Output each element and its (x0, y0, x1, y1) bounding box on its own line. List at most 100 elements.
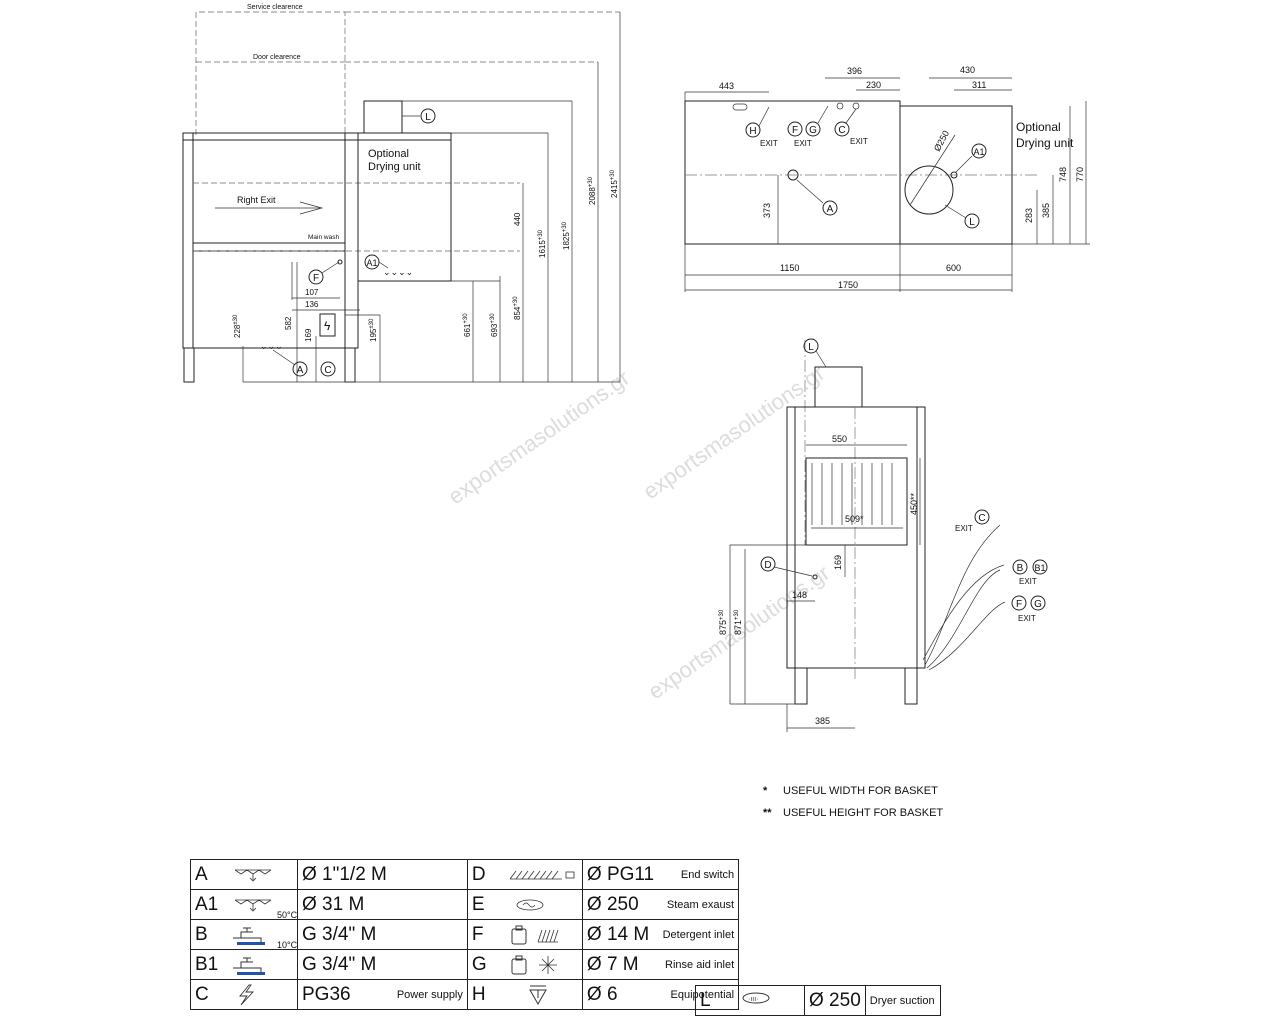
legend-code: E (466, 889, 504, 920)
dim-2088: 2088+30 (588, 176, 597, 205)
marker-F (308, 269, 324, 285)
optional-dryer-label: Drying unit (1016, 136, 1074, 150)
legend-code: C (190, 979, 227, 1010)
drain-symbol: ⌄⌄⌄ (260, 341, 283, 351)
svg-text:L: L (425, 112, 431, 123)
dim-875: 875+30 (718, 609, 728, 635)
legend-value: Ø 31 M (296, 889, 391, 920)
legend-value: PG36 (296, 979, 391, 1010)
svg-text:G: G (809, 125, 817, 136)
service-clearance-label: Service clearence (247, 4, 303, 11)
marker-H (745, 122, 761, 138)
legend-desc: Power supply (390, 979, 468, 1010)
legend-code: L (695, 985, 732, 1016)
dim-373: 373 (762, 203, 772, 218)
legend-value: Ø 6 (581, 979, 659, 1010)
dim-1615: 1615+30 (538, 229, 547, 258)
side-view: Service clearence Door clearence Optiona… (182, 4, 621, 383)
svg-text:G: G (1034, 599, 1042, 610)
dim-107: 107 (305, 288, 319, 297)
dim-230: 230 (866, 80, 881, 90)
dim-440: 440 (513, 212, 522, 226)
detergent-icon (503, 919, 583, 950)
note-useful-width: *USEFUL WIDTH FOR BASKET (763, 785, 938, 797)
legend-value: G 3/4" M (296, 919, 391, 950)
marker-C (320, 361, 336, 377)
legend-value: G 3/4" M (296, 949, 391, 980)
power-symbol: ϟ (324, 319, 331, 333)
dim-550: 550 (832, 434, 847, 444)
legend-desc (390, 859, 468, 890)
steam-icon (503, 889, 583, 920)
marker-D (760, 556, 776, 572)
svg-text:F: F (313, 273, 319, 284)
legend-code: D (466, 859, 504, 890)
svg-text:·ııı·: ·ııı· (748, 996, 759, 1003)
dim-228: 228±30 (233, 314, 242, 338)
dryer-suction-icon: ·ııı· (732, 985, 805, 1016)
legend-row: L ·ııı· Ø 250 Dryer suction (695, 985, 941, 1016)
main-wash-label: Main wash (308, 234, 339, 241)
connections-legend-extra: L ·ııı· Ø 250 Dryer suction (695, 985, 941, 1016)
dim-169: 169 (833, 555, 843, 570)
exit-label: EXIT (850, 137, 868, 146)
dim-854: 854+30 (513, 296, 522, 320)
dim-1825: 1825+30 (562, 221, 571, 250)
dim-250-diameter: Ø250 (932, 129, 951, 153)
svg-text:H: H (749, 126, 756, 137)
svg-text:F: F (1016, 599, 1022, 610)
legend-value: Ø PG11 (581, 859, 659, 890)
legend-code: B (190, 919, 227, 950)
equipotential-icon (503, 979, 583, 1010)
legend-code: G (466, 949, 504, 980)
dim-509: 509* (845, 514, 864, 524)
marker-A (292, 361, 308, 377)
dim-582: 582 (284, 316, 293, 330)
svg-text:D: D (764, 560, 771, 571)
dim-148: 148 (792, 590, 807, 600)
exit-label: EXIT (955, 524, 973, 533)
marker-A (822, 200, 838, 216)
legend-desc: End switch (658, 859, 740, 890)
optional-dryer-label: Optional (368, 148, 409, 160)
legend-desc (390, 949, 468, 980)
door-clearance-label: Door clearence (253, 54, 301, 61)
dim-169: 169 (304, 328, 313, 342)
legend-desc: Detergent inlet (658, 919, 740, 950)
legend-value: Ø 7 M (581, 949, 659, 980)
legend-desc (390, 889, 468, 920)
dim-2415: 2415+30 (610, 169, 619, 198)
svg-text:A: A (827, 204, 834, 215)
rinse-aid-icon (503, 949, 583, 980)
marker-L (803, 338, 819, 354)
marker-F (787, 121, 803, 137)
dim-1150: 1150 (780, 263, 799, 273)
right-exit-label: Right Exit (237, 195, 276, 205)
marker-B (1012, 559, 1028, 575)
dim-136: 136 (305, 300, 319, 309)
note-useful-height: **USEFUL HEIGHT FOR BASKET (763, 807, 944, 819)
legend-desc: Steam exaust (658, 889, 740, 920)
marker-L (964, 213, 980, 229)
dim-443: 443 (719, 81, 734, 91)
watermark: exportsmasolutions.gr (639, 360, 830, 504)
svg-text:L: L (969, 217, 975, 228)
watermark-layer: exportsmasolutions.gr exportsmasolutions… (444, 360, 835, 704)
top-view: 443 396 230 430 311 Optional Drying unit… (684, 65, 1090, 292)
legend-desc (390, 919, 468, 950)
legend-desc: Rinse aid inlet (658, 949, 740, 980)
marker-C (834, 121, 850, 137)
dim-283: 283 (1024, 208, 1034, 223)
legend-code: F (466, 919, 504, 950)
optional-dryer-label: Optional (1016, 120, 1061, 134)
front-view: L 550 509* 450** D 169 (718, 338, 1048, 732)
legend-desc: Dryer suction (864, 985, 941, 1016)
dim-748: 748 (1058, 167, 1068, 182)
exit-label: EXIT (1019, 577, 1037, 586)
marker-F (1011, 595, 1027, 611)
dim-430: 430 (960, 65, 975, 75)
